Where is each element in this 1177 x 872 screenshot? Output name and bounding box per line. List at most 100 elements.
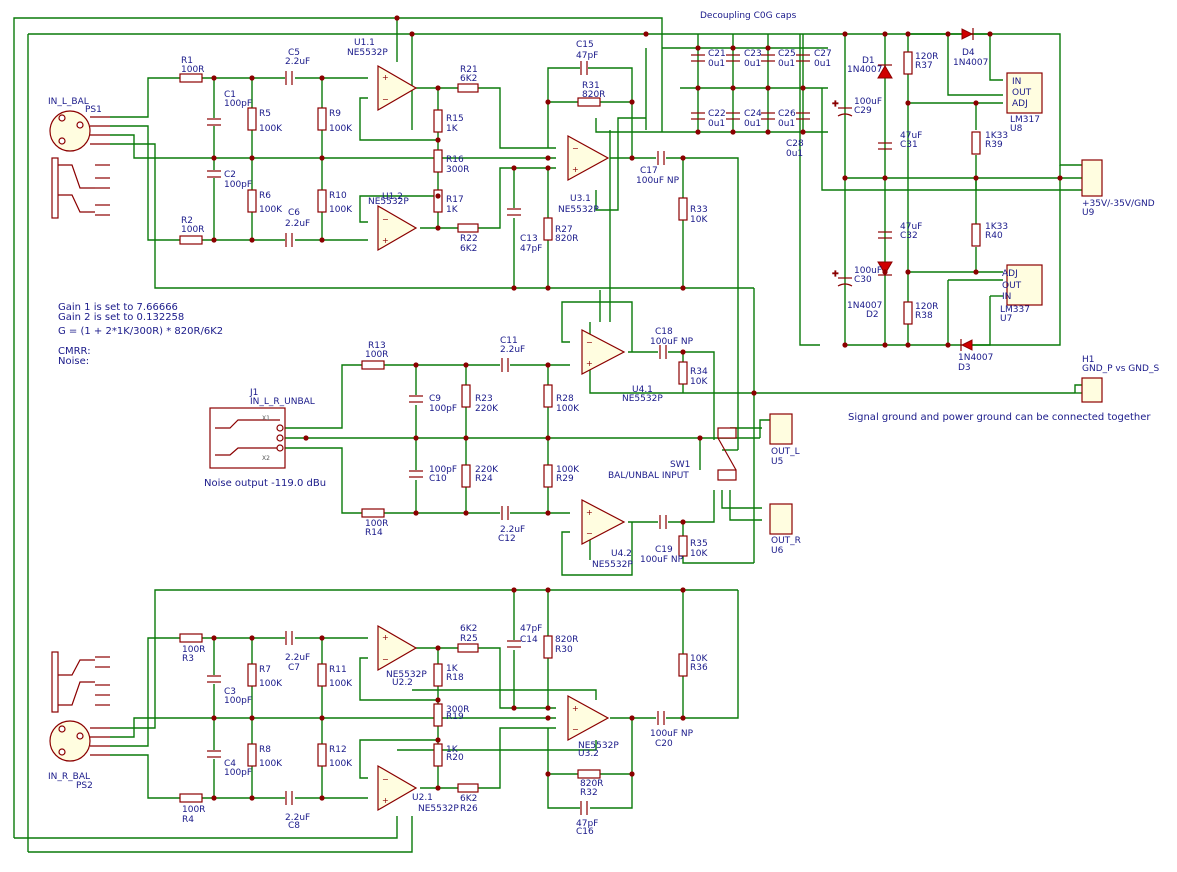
capacitor-c30[interactable]: + [831,268,853,287]
svg-text:+: + [572,704,579,713]
diode-d3[interactable] [960,339,973,351]
resistor-r8[interactable] [247,743,257,767]
opamp-u2-1[interactable]: −+ [377,764,418,812]
resistor-r36[interactable] [678,653,688,677]
resistor-r17[interactable] [433,189,443,213]
capacitor-c11[interactable] [501,358,509,372]
resistor-r23[interactable] [461,384,471,408]
capacitor-c5[interactable] [285,71,293,85]
capacitor-c23[interactable] [726,54,740,62]
capacitor-c1[interactable] [207,118,221,126]
capacitor-c13[interactable] [507,208,521,216]
resistor-r2[interactable] [179,235,203,245]
opamp-u4-1[interactable]: −+ [581,329,626,375]
resistor-r27[interactable] [543,217,553,241]
resistor-r21[interactable] [457,83,479,93]
resistor-r1[interactable] [179,73,203,83]
resistor-r15[interactable] [433,109,443,133]
diode-d2[interactable] [877,261,893,276]
opamp-u2-2[interactable]: +− [377,624,418,672]
regulator-u8[interactable] [1006,72,1043,114]
resistor-r19[interactable] [433,703,443,727]
power-connector-u9[interactable] [1081,159,1103,197]
capacitor-c26[interactable] [761,112,775,120]
opamp-u1-1[interactable]: +− [377,64,418,112]
resistor-r38[interactable] [903,301,913,325]
diode-d1[interactable] [877,64,893,79]
capacitor-c29[interactable]: + [831,98,853,117]
resistor-r31[interactable] [577,97,601,107]
resistor-r29[interactable] [543,464,553,488]
resistor-r30[interactable] [543,635,553,659]
capacitor-c9[interactable] [409,395,423,403]
resistor-r40[interactable] [971,223,981,247]
label-ps2-val: IN_R_BAL [48,772,90,782]
output-connector-u6[interactable] [769,503,793,535]
output-connector-u5[interactable] [769,413,793,445]
opamp-u4-2[interactable]: +− [581,499,626,545]
capacitor-c3[interactable] [207,675,221,683]
resistor-r13[interactable] [361,360,385,370]
resistor-r5[interactable] [247,107,257,131]
capacitor-c7[interactable] [285,631,293,645]
switch-sw1[interactable] [717,427,737,481]
resistor-r35[interactable] [678,535,688,557]
opamp-u1-2[interactable]: −+ [377,204,418,252]
ground-connector-h1[interactable] [1081,377,1103,403]
capacitor-c21[interactable] [691,54,705,62]
capacitor-c31[interactable] [878,142,892,150]
xlr-connector-ps2[interactable] [49,720,110,762]
capacitor-c8[interactable] [285,791,293,805]
junction-dot [319,155,325,161]
resistor-r39[interactable] [971,131,981,155]
resistor-r7[interactable] [247,663,257,687]
capacitor-c19[interactable] [659,515,667,529]
resistor-r4[interactable] [179,793,203,803]
opamp-u3-1[interactable]: −+ [567,134,610,182]
resistor-r16[interactable] [433,149,443,173]
capacitor-c2[interactable] [207,170,221,178]
diode-d4[interactable] [961,28,974,40]
resistor-r34[interactable] [678,361,688,385]
resistor-r24[interactable] [461,464,471,488]
capacitor-c6[interactable] [285,233,293,247]
dual-rca-jack-j1[interactable]: X1 X2 [209,407,286,469]
resistor-r26[interactable] [457,783,479,793]
resistor-r6[interactable] [247,189,257,213]
capacitor-c27[interactable] [796,54,810,62]
resistor-r12[interactable] [317,743,327,767]
capacitor-c20[interactable] [657,711,665,725]
resistor-r32[interactable] [577,769,601,779]
capacitor-c32[interactable] [878,231,892,239]
resistor-r37[interactable] [903,51,913,75]
resistor-r20[interactable] [433,743,443,767]
resistor-r14[interactable] [361,508,385,518]
resistor-r28[interactable] [543,384,553,408]
capacitor-c24[interactable] [726,112,740,120]
capacitor-c10[interactable] [409,470,423,478]
capacitor-c14[interactable] [507,640,521,648]
capacitor-c17[interactable] [657,151,665,165]
xlr-connector-ps1[interactable] [49,110,110,152]
capacitor-c4[interactable] [207,750,221,758]
capacitor-c15[interactable] [580,61,588,75]
label-r25v: 6K2 [460,624,477,634]
junction-dot [435,137,441,143]
capacitor-c28[interactable] [796,112,810,120]
capacitor-c16[interactable] [580,801,588,815]
capacitor-c18[interactable] [659,345,667,359]
regulator-u7[interactable] [1006,264,1043,306]
opamp-u3-2[interactable]: +− [567,694,610,742]
resistor-r3[interactable] [179,633,203,643]
capacitor-c22[interactable] [691,112,705,120]
capacitor-c25[interactable] [761,54,775,62]
resistor-r10[interactable] [317,189,327,213]
capacitor-c12[interactable] [501,506,509,520]
resistor-r11[interactable] [317,663,327,687]
resistor-r33[interactable] [678,197,688,221]
resistor-r25[interactable] [457,643,479,653]
resistor-r22[interactable] [457,223,479,233]
resistor-r18[interactable] [433,663,443,687]
resistor-r9[interactable] [317,107,327,131]
svg-text:+: + [382,236,389,245]
